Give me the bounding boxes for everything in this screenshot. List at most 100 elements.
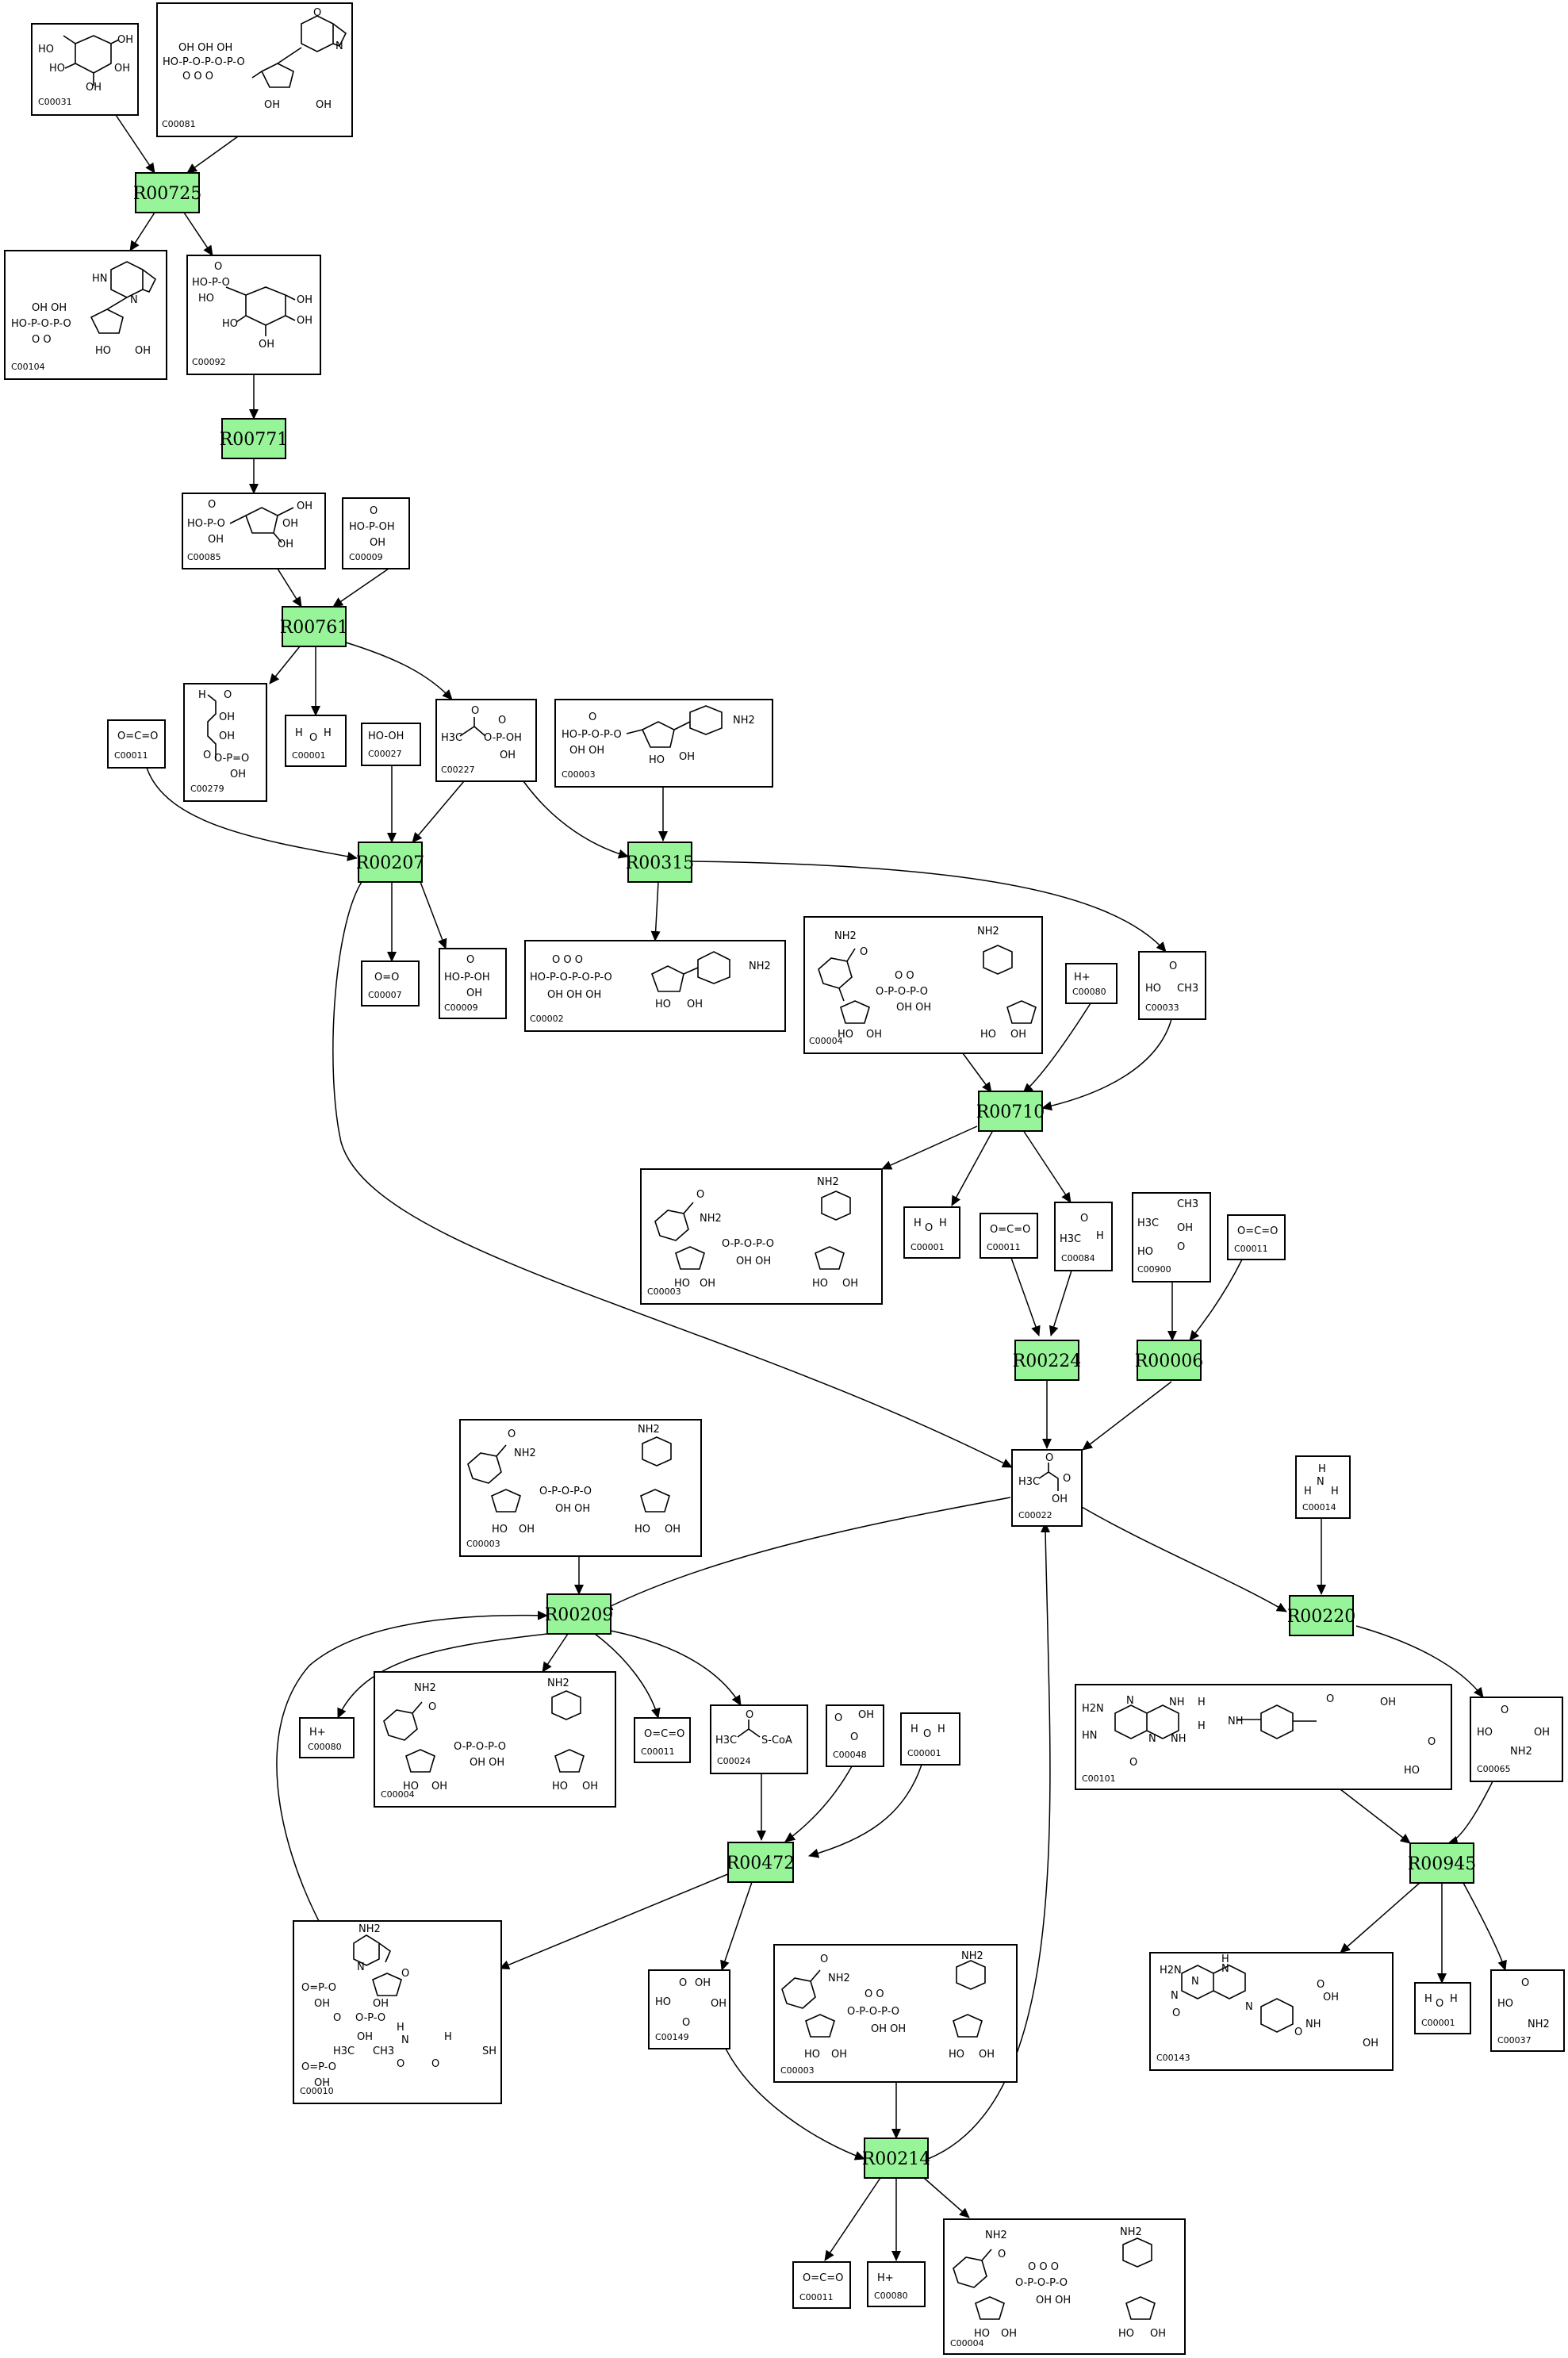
svg-text:HO: HO bbox=[655, 1996, 671, 2008]
svg-text:H3C: H3C bbox=[1137, 1217, 1159, 1229]
compound-C00037[interactable]: O HO NH2 C00037 bbox=[1490, 1969, 1565, 2052]
svg-text:O: O bbox=[834, 1712, 842, 1724]
edge-C00010-R00209 bbox=[276, 1610, 548, 1922]
reaction-R00771[interactable]: R00771 bbox=[220, 418, 289, 459]
svg-text:OH: OH bbox=[316, 99, 332, 111]
svg-text:R00224: R00224 bbox=[1013, 1352, 1082, 1371]
reaction-R00725[interactable]: R00725 bbox=[133, 172, 202, 213]
svg-text:HO: HO bbox=[812, 1278, 828, 1290]
svg-text:OH: OH bbox=[282, 518, 298, 530]
reaction-R00315[interactable]: R00315 bbox=[626, 842, 695, 883]
compound-C00009-top[interactable]: O HO-P-OH OH C00009 bbox=[342, 497, 410, 569]
reaction-R00945[interactable]: R00945 bbox=[1408, 1842, 1477, 1884]
svg-text:HO: HO bbox=[1404, 1765, 1420, 1777]
compound-C00003-c[interactable]: O NH2 NH2 O-P-O-P-O OH OH HO OH HO OH C0… bbox=[459, 1419, 702, 1557]
svg-text:NH2: NH2 bbox=[1510, 1746, 1532, 1758]
compound-C00149[interactable]: O OH HO OH O C00149 bbox=[648, 1969, 730, 2049]
reaction-R00209[interactable]: R00209 bbox=[545, 1593, 614, 1635]
svg-text:O: O bbox=[466, 954, 474, 966]
compound-C00143[interactable]: H N H2N N OH N O O N NH OH O C00143 bbox=[1149, 1952, 1394, 2071]
compound-C00011-d[interactable]: O=C=O C00011 bbox=[634, 1717, 691, 1763]
compound-C00024[interactable]: O H3C S-CoA C00024 bbox=[710, 1704, 808, 1774]
svg-text:HO-P-O: HO-P-O bbox=[192, 277, 230, 289]
compound-C00048[interactable]: O OH O C00048 bbox=[826, 1704, 884, 1767]
svg-text:N: N bbox=[1126, 1695, 1134, 1707]
compound-C00011-b[interactable]: O=C=O C00011 bbox=[980, 1213, 1038, 1259]
compound-C00084[interactable]: O H3C H C00084 bbox=[1054, 1202, 1113, 1271]
compound-C00085[interactable]: O HO-P-O OH OH OH OH C00085 bbox=[182, 493, 326, 569]
svg-text:N: N bbox=[1221, 1963, 1229, 1975]
edge-R00761-C00279 bbox=[269, 646, 301, 684]
reaction-R00224[interactable]: R00224 bbox=[1013, 1340, 1082, 1381]
edge-C00227-R00315 bbox=[523, 780, 629, 859]
svg-text:O: O bbox=[309, 732, 317, 744]
compound-C00003-b[interactable]: O NH2 NH2 O-P-O-P-O OH OH HO OH HO OH C0… bbox=[640, 1168, 883, 1305]
compound-C00227[interactable]: O H3C O-P-OH O OH C00227 bbox=[435, 699, 537, 782]
compound-C00004-c[interactable]: NH2 O NH2 O O O O-P-O-P-O OH OH HO OH HO… bbox=[943, 2218, 1186, 2355]
svg-text:O-P-O-P-O: O-P-O-P-O bbox=[454, 1741, 506, 1753]
reaction-R00214[interactable]: R00214 bbox=[862, 2138, 931, 2179]
edges bbox=[115, 114, 1507, 2261]
compound-C00003-d[interactable]: O NH2 NH2 O O O-P-O-P-O OH OH HO OH HO O… bbox=[773, 1944, 1018, 2083]
compound-C00104[interactable]: HN OH OH HO-P-O-P-O O O HO OH N C00104 bbox=[4, 250, 167, 380]
compound-C00007[interactable]: O=O C00007 bbox=[361, 960, 420, 1006]
compound-C00009-bottom[interactable]: O HO-P-OH OH C00009 bbox=[439, 948, 507, 1019]
compound-C00033[interactable]: O HO CH3 C00033 bbox=[1138, 951, 1206, 1020]
svg-text:C00048: C00048 bbox=[833, 1750, 867, 1760]
svg-text:O-P-O-P-O: O-P-O-P-O bbox=[847, 2006, 899, 2018]
svg-text:OH: OH bbox=[687, 999, 703, 1010]
compound-C00027[interactable]: HO-OH C00027 bbox=[361, 723, 421, 766]
svg-text:OH: OH bbox=[500, 750, 516, 761]
compound-C00001-b[interactable]: H O H C00001 bbox=[903, 1206, 960, 1259]
svg-text:HO: HO bbox=[1118, 2328, 1134, 2340]
compound-C00080-b[interactable]: H+ C00080 bbox=[299, 1717, 355, 1758]
svg-text:HO: HO bbox=[949, 2049, 964, 2061]
compound-C00004-b[interactable]: NH2 O NH2 O-P-O-P-O OH OH HO OH HO OH C0… bbox=[374, 1671, 616, 1808]
svg-text:H+: H+ bbox=[1074, 972, 1091, 983]
compound-C00031[interactable]: HO OH HO OH OH C00031 bbox=[31, 23, 139, 116]
edge-C00033-R00710 bbox=[1041, 1018, 1172, 1111]
compound-C00011-e[interactable]: O=C=O C00011 bbox=[792, 2261, 851, 2309]
compound-C00080-c[interactable]: H+ C00080 bbox=[867, 2261, 926, 2307]
svg-text:OH: OH bbox=[858, 1709, 874, 1721]
svg-text:O: O bbox=[1129, 1757, 1137, 1769]
reaction-R00472[interactable]: R00472 bbox=[726, 1842, 796, 1883]
svg-text:C00080: C00080 bbox=[1072, 987, 1106, 997]
compound-C00101[interactable]: H2N N NH H O OH HN N H NH NH O O HO C001… bbox=[1075, 1684, 1452, 1790]
compound-C00080-a[interactable]: H+ C00080 bbox=[1065, 963, 1118, 1004]
compound-C00014[interactable]: H N H H C00014 bbox=[1295, 1455, 1351, 1519]
svg-text:C00001: C00001 bbox=[1421, 2018, 1455, 2028]
compound-C00011-c[interactable]: O=C=O C00011 bbox=[1227, 1214, 1286, 1260]
compound-C00065[interactable]: O HO OH NH2 C00065 bbox=[1470, 1697, 1563, 1782]
svg-text:HN: HN bbox=[92, 273, 108, 285]
compound-C00010[interactable]: NH2 N O O=P-O OH O O-P-O OH OH H3C CH3 N… bbox=[293, 1920, 502, 2104]
compound-C00011-a[interactable]: O=C=O C00011 bbox=[107, 719, 166, 769]
compound-C00279[interactable]: H O OH OH O O-P=O OH C00279 bbox=[183, 683, 267, 802]
compound-C00022[interactable]: O H3C O OH C00022 bbox=[1011, 1449, 1083, 1527]
edge-R00006-C00022 bbox=[1082, 1381, 1172, 1451]
compound-C00002[interactable]: O O O HO-P-O-P-O-P-O OH OH OH NH2 HO OH … bbox=[524, 940, 786, 1032]
svg-text:C00104: C00104 bbox=[11, 362, 45, 372]
reaction-R00006[interactable]: R00006 bbox=[1135, 1340, 1204, 1381]
svg-text:C00033: C00033 bbox=[1145, 1003, 1179, 1013]
compound-C00003-a[interactable]: O HO-P-O-P-O OH OH HO OH NH2 C00003 bbox=[554, 699, 773, 788]
compound-C00081[interactable]: O HO-P-O-P-O-P-O OH OH OH O O O N OH OH … bbox=[156, 2, 353, 137]
reaction-R00761[interactable]: R00761 bbox=[280, 606, 349, 647]
reaction-R00220[interactable]: R00220 bbox=[1287, 1595, 1356, 1636]
compound-C00001-d[interactable]: H O H C00001 bbox=[1414, 1982, 1471, 2034]
compound-C00004-a[interactable]: NH2 O NH2 O O O-P-O-P-O OH OH HO OH HO O… bbox=[803, 916, 1043, 1054]
compound-C00001-c[interactable]: H O H C00001 bbox=[900, 1712, 960, 1766]
svg-text:HO: HO bbox=[38, 44, 54, 56]
svg-text:O=C=O: O=C=O bbox=[990, 1224, 1030, 1236]
edge-C00149-R00214 bbox=[725, 2048, 865, 2161]
compound-C00900[interactable]: CH3 H3C OH HO O C00900 bbox=[1132, 1192, 1211, 1283]
svg-text:HO: HO bbox=[492, 1524, 508, 1536]
edge-C00227-R00207 bbox=[412, 780, 465, 843]
svg-text:O: O bbox=[431, 2058, 439, 2070]
compound-C00092[interactable]: O HO-P-O HO OH HO OH OH C00092 bbox=[186, 255, 321, 375]
reaction-R00710[interactable]: R00710 bbox=[976, 1091, 1045, 1132]
compound-C00001-a[interactable]: H O H C00001 bbox=[285, 715, 347, 767]
svg-text:NH2: NH2 bbox=[828, 1973, 850, 1984]
reaction-R00207[interactable]: R00207 bbox=[356, 842, 425, 883]
